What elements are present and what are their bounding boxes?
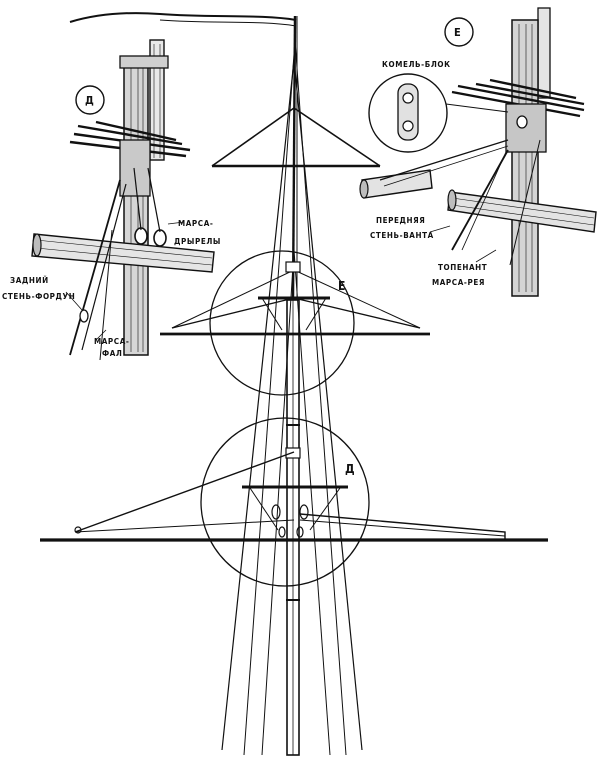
circle-e-label: Е <box>338 279 345 293</box>
marsa-fal-label-2: ФАЛ <box>102 349 122 358</box>
marsa-fal-label-1: МАРСА- <box>94 337 129 346</box>
zadniy-label-1: ЗАДНИЙ <box>10 274 49 285</box>
detail-d-illustration <box>31 39 215 361</box>
marsa-dryreli-label-1: МАРСА- <box>178 219 213 228</box>
komel-blok-label: КОМЕЛЬ-БЛОК <box>382 60 451 69</box>
main-mast-view <box>40 12 548 756</box>
detail-circle-e <box>209 250 355 396</box>
detail-d-marker-label: Д <box>85 94 94 107</box>
perednyaya-label-2: СТЕНЬ-ВАНТА <box>370 231 434 240</box>
marsa-dryreli-label-2: ДРЫРЕЛЫ <box>174 237 221 246</box>
detail-d-marker <box>75 85 105 115</box>
zadniy-label-2: СТЕНЬ-ФОРДУН <box>2 292 75 301</box>
detail-e-marker-label: Е <box>454 26 461 39</box>
lower-mast-blocks <box>271 504 309 538</box>
pennant <box>69 12 297 23</box>
detail-circle-d <box>200 417 370 587</box>
topenant-label-2: МАРСА-РЕЯ <box>432 278 485 287</box>
detail-e-illustration <box>359 7 597 297</box>
perednyaya-label-1: ПЕРЕДНЯЯ <box>376 216 425 225</box>
circle-d-label: Д <box>345 462 355 476</box>
topenant-label-1: ТОПЕНАНТ <box>438 263 487 272</box>
detail-e-marker <box>444 17 474 47</box>
